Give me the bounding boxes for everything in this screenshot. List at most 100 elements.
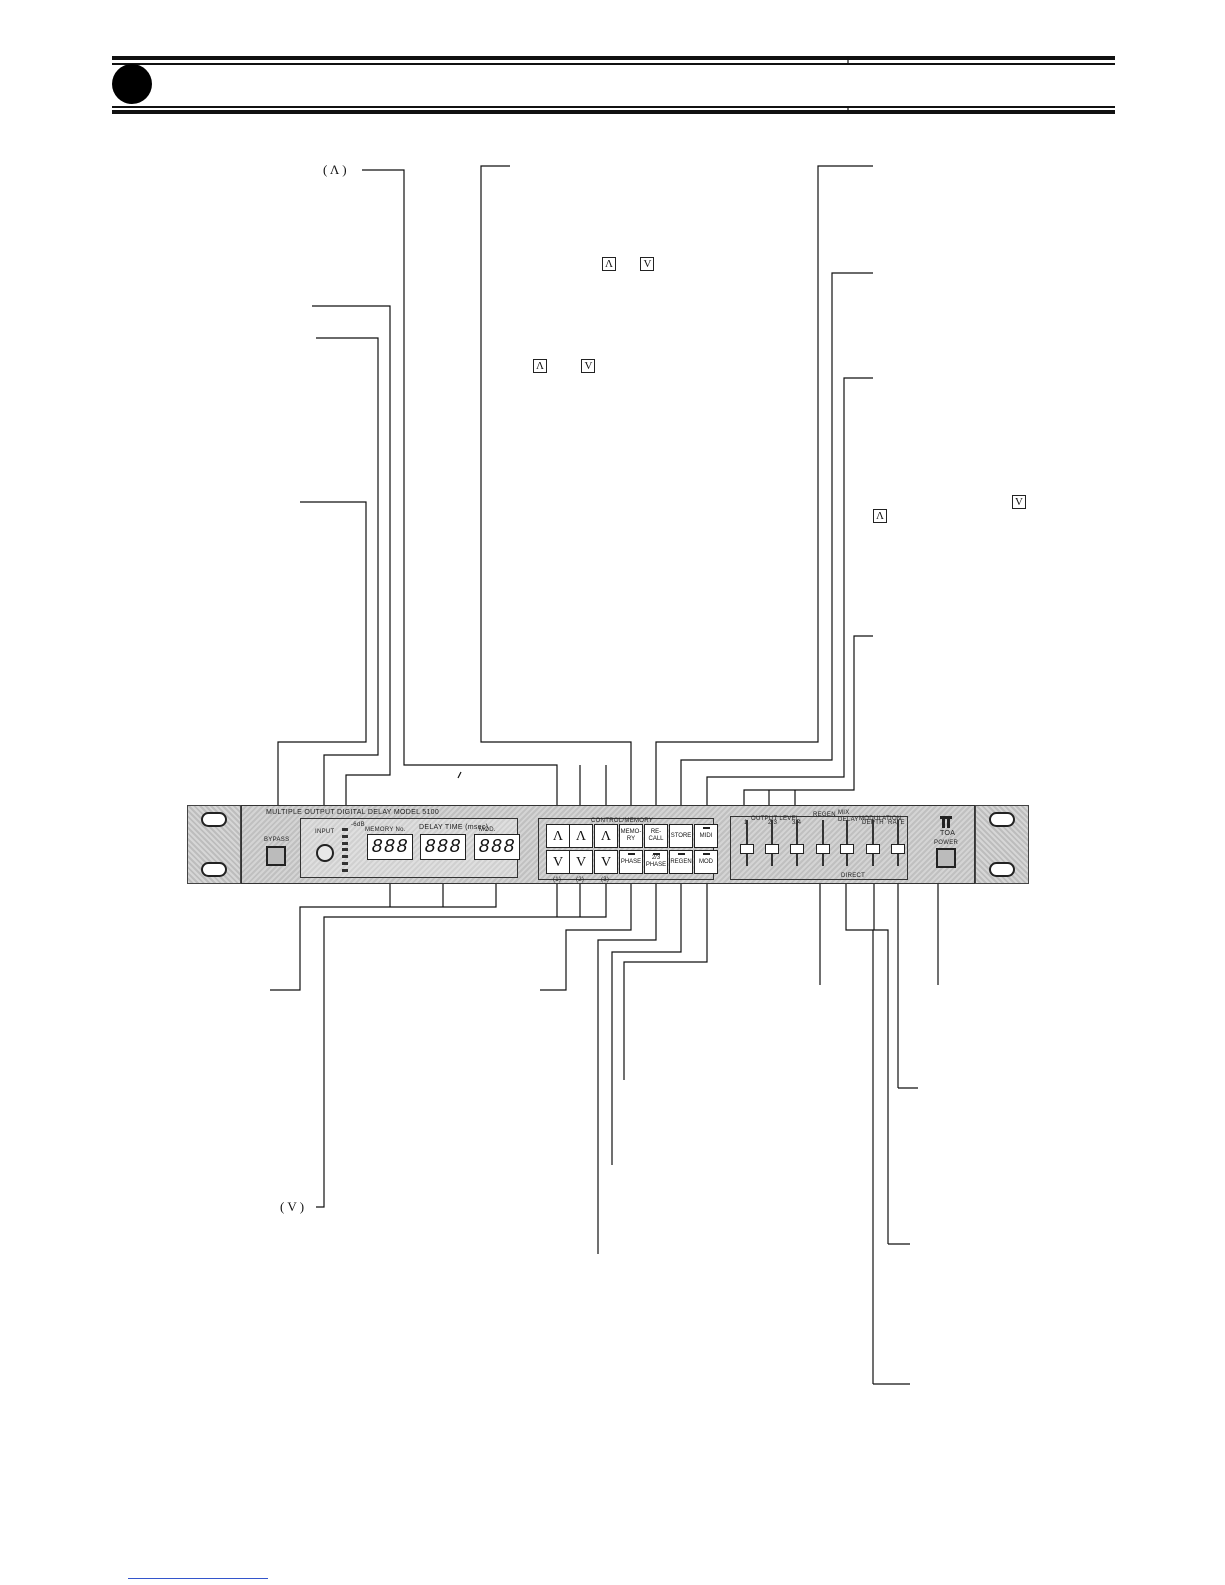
down-key-reference: ( V ) (280, 1199, 305, 1214)
input-label: INPUT (315, 829, 335, 835)
footer-link-rule (128, 1578, 268, 1579)
rack-hole-icon (989, 812, 1015, 827)
rack-hole-icon (201, 812, 227, 827)
leader-meter (312, 305, 391, 830)
midi-led (703, 827, 710, 829)
modulation-label: MODULATION (859, 816, 902, 822)
rack-hole-icon (989, 862, 1015, 877)
memory-button[interactable]: MEMO-RY (619, 824, 643, 848)
phase-led (628, 853, 635, 855)
mod-led (703, 853, 710, 855)
column-label-3: (3) (601, 877, 610, 883)
power-label: POWER (934, 840, 959, 846)
memory-note-keys: Λ V (602, 256, 655, 271)
leader-midi (706, 377, 873, 822)
leader-store (680, 272, 873, 822)
level-note-key-down: V (1012, 494, 1026, 509)
slider-knob[interactable] (816, 844, 830, 854)
leader-phase (540, 878, 632, 991)
memory-display: 888 (367, 834, 413, 860)
slider-section: OUTPUT LEVEL MODULATION DIRECT (730, 816, 908, 880)
phase-2-button[interactable]: 2/3 PHASE (644, 850, 668, 874)
leader-mod-btn (623, 878, 708, 1080)
rack-ear-left (187, 805, 241, 884)
leader-down-key (316, 880, 607, 1208)
slider-knob[interactable] (765, 844, 779, 854)
meter-label: -6dB (351, 822, 365, 828)
leader-memory (480, 165, 632, 822)
input-knob[interactable] (316, 844, 334, 862)
slider-label-regen: REGEN (813, 812, 836, 818)
leader-up-key (362, 169, 558, 820)
phase-2-led (653, 853, 660, 855)
mod-label: MOD. (479, 827, 496, 833)
section-bullet-icon (112, 64, 152, 104)
leader-2-phase (597, 878, 657, 1254)
header-rule-bottom-2 (112, 110, 1115, 114)
toa-logo-icon (940, 816, 952, 828)
midi-button[interactable]: MIDI (694, 824, 718, 848)
rack-hole-icon (201, 862, 227, 877)
leader-regen-btn (611, 878, 682, 1165)
mod-display: 888 (474, 834, 520, 860)
up-key-reference: ( Λ ) (323, 162, 347, 177)
panel-face: MULTIPLE OUTPUT DIGITAL DELAY MODEL 5100… (241, 805, 975, 884)
header-rule-top (112, 56, 1115, 60)
delay-display: 888 (420, 834, 466, 860)
output-level-label: OUTPUT LEVEL (751, 816, 800, 822)
header-rule-top-2 (112, 63, 1115, 65)
down-key-box: V (640, 257, 655, 271)
down-key-1[interactable]: V (546, 850, 570, 874)
bypass-label: BYPASS (264, 837, 290, 843)
leader-input (316, 337, 379, 840)
power-button[interactable] (936, 848, 956, 868)
slider-label-mix: MIX DELAY (838, 810, 859, 823)
slider-knob[interactable] (866, 844, 880, 854)
leader-bypass (277, 501, 367, 845)
regen-led (678, 853, 685, 855)
header-rule-bottom (112, 106, 1115, 108)
up-key-2[interactable]: Λ (569, 824, 593, 848)
mod-button[interactable]: MOD (694, 850, 718, 874)
down-key-box-2: V (581, 359, 596, 373)
phase-button[interactable]: PHASE (619, 850, 643, 874)
front-panel: MULTIPLE OUTPUT DIGITAL DELAY MODEL 5100… (187, 805, 1029, 884)
rack-ear-right (975, 805, 1029, 884)
down-key-2[interactable]: V (569, 850, 593, 874)
column-label-2: (2) (576, 877, 585, 883)
slider-knob[interactable] (740, 844, 754, 854)
column-label-1: (1) (553, 877, 562, 883)
slider-knob[interactable] (891, 844, 905, 854)
leader-mix (845, 880, 874, 1384)
level-meter (342, 828, 348, 872)
leader-recall (655, 165, 873, 822)
leader-output-level (743, 635, 873, 822)
regen-button[interactable]: REGEN (669, 850, 693, 874)
up-key-1[interactable]: Λ (546, 824, 570, 848)
up-key-box: Λ (602, 257, 616, 271)
stray-mark (457, 771, 462, 779)
brand-label: TOA (940, 830, 956, 837)
store-button[interactable]: STORE (669, 824, 693, 848)
delay-time-label: DELAY TIME (msec) (419, 824, 489, 831)
bypass-button[interactable] (266, 846, 286, 866)
control-memory-section: CONTROL/MEMORY (538, 818, 714, 880)
up-key-3[interactable]: Λ (594, 824, 618, 848)
direct-label: DIRECT (841, 873, 866, 879)
memory-no-label: MEMORY No. (365, 827, 406, 833)
preset-note-keys: Λ V (533, 358, 596, 373)
slider-knob[interactable] (840, 844, 854, 854)
down-key-3[interactable]: V (594, 850, 618, 874)
level-note-key-up: Λ (873, 508, 887, 523)
slider-knob[interactable] (790, 844, 804, 854)
leader-displays (270, 880, 497, 991)
recall-button[interactable]: RE-CALL (644, 824, 668, 848)
control-memory-label: CONTROL/MEMORY (591, 818, 654, 824)
slider-label-1: 1 (744, 820, 748, 826)
up-key-box-2: Λ (533, 359, 547, 373)
slider-label-rate: RATE (888, 820, 905, 826)
model-title: MULTIPLE OUTPUT DIGITAL DELAY MODEL 5100 (266, 809, 440, 816)
leader-depth (873, 880, 889, 1244)
